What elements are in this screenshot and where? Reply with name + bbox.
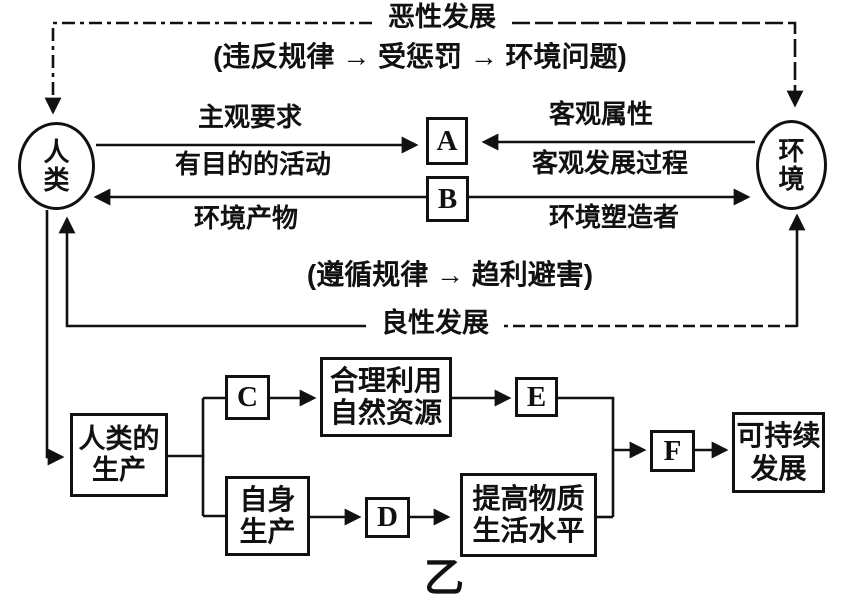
label-objective-attribute: 客观属性: [549, 99, 654, 129]
label-environment-product: 环境产物: [194, 203, 299, 233]
improve-living-box: 提高物质 生活水平: [460, 473, 597, 557]
box-e: E: [515, 377, 558, 417]
label-environment-shaper: 环境塑造者: [549, 202, 680, 232]
self-production-box: 自身 生产: [225, 476, 310, 556]
benign-development-title: 良性发展: [366, 308, 504, 339]
arrow-vicious-to-environment: [512, 21, 804, 108]
label-purposeful-activity: 有目的的活动: [175, 149, 332, 179]
box-c: C: [225, 375, 270, 420]
environment-node: 环 境: [756, 120, 827, 210]
arrow-vicious-to-human: [44, 21, 372, 115]
vicious-development-detail: (违反规律 → 受惩罚 → 环境问题): [213, 41, 627, 72]
box-f: F: [650, 430, 695, 472]
box-d: D: [365, 497, 410, 538]
arrow-human-to-production: [45, 210, 65, 466]
box-a: A: [426, 117, 468, 165]
sustainable-development-box: 可持续 发展: [732, 412, 825, 493]
human-node: 人 类: [18, 122, 95, 210]
vicious-development-title: 恶性发展: [372, 2, 512, 33]
benign-development-detail: (遵循规律 → 趋利避害): [306, 259, 594, 290]
figure-label: 乙: [424, 556, 464, 600]
label-subjective-demand: 主观要求: [198, 102, 303, 132]
label-objective-development: 客观发展过程: [532, 148, 689, 178]
human-production-box: 人类的 生产: [70, 413, 168, 497]
arrow-benign-to-human: [58, 216, 368, 328]
box-b: B: [426, 176, 469, 222]
rational-use-box: 合理利用 自然资源: [320, 357, 452, 437]
